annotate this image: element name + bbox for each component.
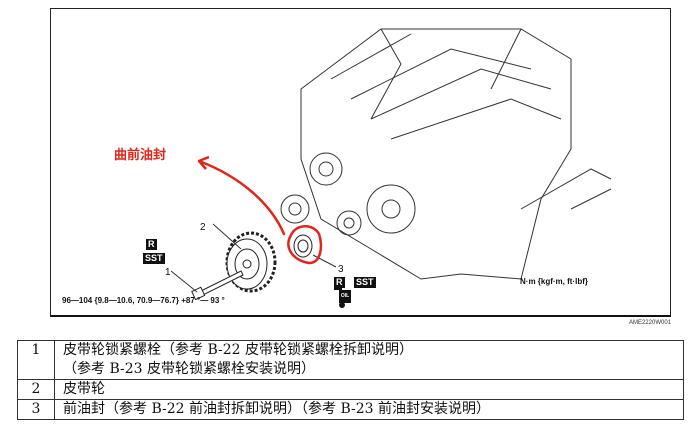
r-badge-seal: R <box>334 277 345 288</box>
pulley <box>225 231 277 293</box>
oil-can-icon <box>334 287 351 308</box>
table-row: 2 皮带轮 <box>17 379 684 400</box>
row-number: 2 <box>17 379 55 400</box>
callout-1: 1 <box>165 267 171 278</box>
annotation-crank-front-seal: 曲前油封 <box>114 148 167 163</box>
units-label: N·m {kgf·m, ft·lbf} <box>520 277 588 286</box>
parts-table: 1 皮带轮锁紧螺栓（参考 B-22 皮带轮锁紧螺栓拆卸说明） （参考 B-23 皮… <box>17 340 684 420</box>
row-text: 前油封（参考 B-22 前油封拆卸说明）（参考 B-23 前油封安装说明） <box>54 399 684 420</box>
front-oil-seal <box>293 234 313 258</box>
torque-spec: 96—104 {9.8—10.6, 70.9—76.7} +87 °— 93 ° <box>62 296 225 305</box>
callout-3: 3 <box>338 264 344 275</box>
red-circle-mark <box>197 155 323 265</box>
table-row: 1 皮带轮锁紧螺栓（参考 B-22 皮带轮锁紧螺栓拆卸说明） （参考 B-23 皮… <box>17 340 684 380</box>
sst-badge-seal: SST <box>354 277 376 288</box>
sst-badge: SST <box>143 253 165 264</box>
callout-2: 2 <box>200 222 206 233</box>
row-number: 1 <box>17 340 55 380</box>
figure-code: AME2220W001 <box>628 320 671 326</box>
row-number: 3 <box>17 399 55 420</box>
engine-diagram: OIL 曲前油封 2 1 3 R SST R SST 96—104 {9.8—1… <box>50 8 671 317</box>
engine-drawing <box>170 28 612 308</box>
oil-label: OIL <box>340 293 350 299</box>
table-row: 3 前油封（参考 B-22 前油封拆卸说明）（参考 B-23 前油封安装说明） <box>17 399 684 420</box>
row-text: （参考 B-23 皮带轮锁紧螺栓安装说明） <box>63 361 315 377</box>
r-badge: R <box>146 239 157 250</box>
row-text: 皮带轮 <box>54 379 684 400</box>
row-text: 皮带轮锁紧螺栓（参考 B-22 皮带轮锁紧螺栓拆卸说明） <box>63 342 413 358</box>
